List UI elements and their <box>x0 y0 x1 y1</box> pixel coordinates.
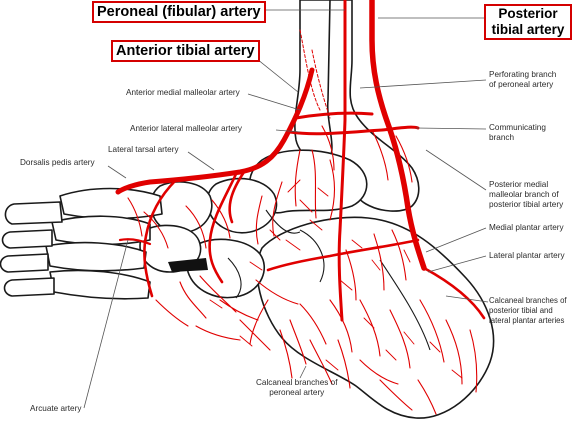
posterior-tibial-label-line2: tibial artery <box>491 22 565 37</box>
communicating-branch-label: Communicating branch <box>489 123 546 143</box>
post-medial-line3: posterior tibial artery <box>489 200 564 209</box>
lateral-tarsal-label: Lateral tarsal artery <box>108 145 179 154</box>
navicular-bone <box>206 177 278 234</box>
perforating-line1: Perforating branch <box>489 70 557 79</box>
perforating-line2: of peroneal artery <box>489 80 554 89</box>
minor-arterial-branches <box>127 29 478 415</box>
perforating-branch-label: Perforating branch of peroneal artery <box>489 70 556 90</box>
dorsal-arc <box>143 172 238 298</box>
post-medial-line2: malleolar branch of <box>489 190 559 199</box>
peroneal-artery <box>337 0 347 322</box>
lateral-plantar-label: Lateral plantar artery <box>489 251 565 260</box>
toe-2 <box>1 229 53 249</box>
medial-plantar-label: Medial plantar artery <box>489 223 564 232</box>
arcuate-branch <box>118 238 152 246</box>
peroneal-artery-label: Peroneal (fibular) artery <box>92 1 266 23</box>
leader-lines <box>83 9 489 409</box>
major-arteries <box>115 0 486 322</box>
bone-detail-lines <box>227 209 431 351</box>
posterior-tibial-artery <box>369 0 427 271</box>
calcaneal-posterior-label: Calcaneal branches of posterior tibial a… <box>489 296 567 326</box>
anterior-medial-malleolar-label: Anterior medial malleolar artery <box>126 88 240 97</box>
posterior-tibial-label-line1: Posterior <box>498 6 558 21</box>
calcaneal-post-line2: posterior tibial and <box>489 306 553 315</box>
posterior-medial-malleolar-label: Posterior medial malleolar branch of pos… <box>489 180 563 210</box>
calcaneal-peroneal-label: Calcaneal branches of peroneal artery <box>256 378 337 398</box>
toe-1 <box>4 201 63 225</box>
anterior-lateral-malleolar-artery <box>288 125 420 136</box>
metatarsal-4 <box>49 269 151 300</box>
anterior-tibial-artery-label: Anterior tibial artery <box>111 40 260 62</box>
calcaneus-bone <box>256 216 495 419</box>
metatarsal-3 <box>45 241 147 272</box>
tendon-mark <box>168 258 208 272</box>
communicating-line2: branch <box>489 133 515 142</box>
anterior-tibial-artery <box>115 67 315 195</box>
anterior-lateral-malleolar-label: Anterior lateral malleolar artery <box>130 124 242 133</box>
toe-3 <box>0 253 49 273</box>
fibula-bone <box>294 0 333 163</box>
lateral-tarsal-artery <box>228 170 246 224</box>
dorsalis-pedis-label: Dorsalis pedis artery <box>20 158 95 167</box>
arcuate-artery-label: Arcuate artery <box>30 404 82 413</box>
toe-4 <box>3 277 55 297</box>
posterior-tibial-artery-label: Posterior tibial artery <box>484 4 572 40</box>
post-medial-line1: Posterior medial <box>489 180 549 189</box>
anterior-medial-malleolar-artery <box>294 111 374 120</box>
calcaneal-post-line3: lateral plantar arteries <box>489 316 565 325</box>
calcaneal-peroneal-line2: peroneal artery <box>269 388 325 397</box>
calcaneal-post-line1: Calcaneal branches of <box>489 296 567 305</box>
communicating-line1: Communicating <box>489 123 546 132</box>
calcaneal-peroneal-line1: Calcaneal branches of <box>256 378 338 387</box>
